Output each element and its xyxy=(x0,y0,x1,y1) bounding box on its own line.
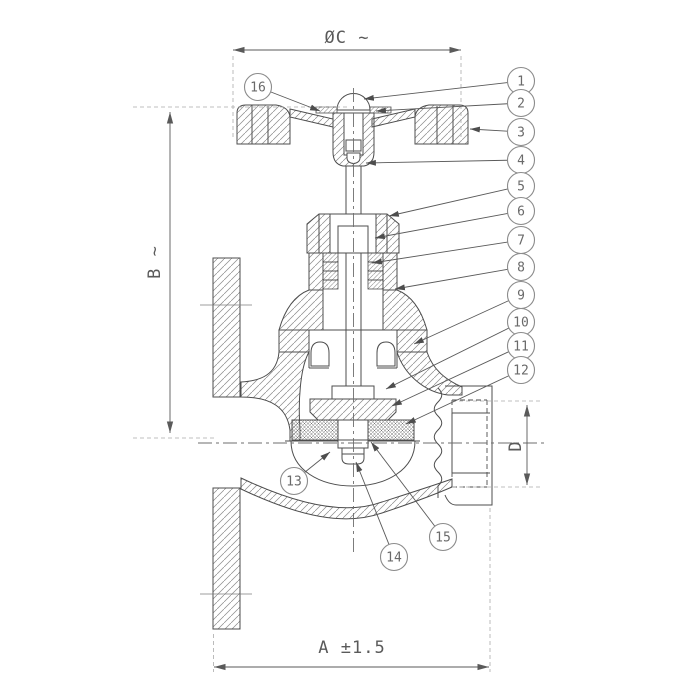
callout-leader-line xyxy=(370,441,436,527)
bonnet xyxy=(278,252,428,331)
callout-balloon xyxy=(506,196,536,226)
callout-leader-line xyxy=(355,461,390,545)
cap-nut-and-hub xyxy=(332,93,375,167)
disc-nut xyxy=(341,447,365,465)
callout-balloon xyxy=(506,88,536,118)
callout-leader-line xyxy=(394,268,508,291)
disc-washer xyxy=(337,439,369,449)
disc-seal-ring-right xyxy=(367,419,415,441)
callout-3: 3 xyxy=(469,117,536,147)
callout-8: 8 xyxy=(394,252,536,291)
callout-leader-line xyxy=(388,188,508,217)
callout-number: 13 xyxy=(286,475,302,490)
callout-leader-line xyxy=(365,159,508,166)
inlet-flange xyxy=(200,257,252,630)
callout-15: 15 xyxy=(370,441,458,552)
callout-balloon xyxy=(379,542,409,572)
globe-valve-section xyxy=(198,88,546,630)
callout-11: 11 xyxy=(391,331,536,407)
callout-number: 16 xyxy=(250,81,266,96)
dimension-length-a: A ±1.5 xyxy=(213,508,491,672)
callout-leader-line xyxy=(375,103,508,114)
callout-number: 4 xyxy=(517,154,525,169)
callout-10: 10 xyxy=(385,307,536,390)
dim-label-c: ØC ~ xyxy=(325,28,370,48)
callout-number: 10 xyxy=(513,316,529,331)
callout-2: 2 xyxy=(375,88,536,118)
callout-leader-line xyxy=(385,327,510,390)
callout-number: 11 xyxy=(513,340,529,355)
handwheel xyxy=(236,104,469,145)
callout-number: 1 xyxy=(517,75,525,90)
callout-number: 15 xyxy=(435,531,451,546)
disc-holder xyxy=(309,398,397,421)
callout-7: 7 xyxy=(371,225,536,265)
callout-leader-line xyxy=(304,451,331,473)
callout-number: 12 xyxy=(513,364,529,379)
callout-balloon xyxy=(506,117,536,147)
callout-leader-line xyxy=(270,91,321,112)
callout-4: 4 xyxy=(365,145,536,175)
packing-gland-nut xyxy=(306,213,400,254)
packing-rings xyxy=(322,252,384,290)
callout-balloon xyxy=(506,252,536,282)
callout-number: 7 xyxy=(517,234,525,249)
callout-number: 2 xyxy=(517,97,525,112)
callout-14: 14 xyxy=(355,461,409,572)
callout-number: 6 xyxy=(517,205,525,220)
centerlines xyxy=(198,88,546,556)
stem-collar xyxy=(331,385,375,400)
callout-1: 1 xyxy=(363,66,536,101)
callout-16: 16 xyxy=(243,72,321,112)
body-bottom-shell xyxy=(240,477,453,520)
disc-seal-ring-left xyxy=(291,419,339,441)
callout-leader-line xyxy=(374,213,508,240)
callout-number: 9 xyxy=(517,289,525,304)
break-line xyxy=(433,387,443,498)
dim-label-b: B ~ xyxy=(145,245,165,279)
callout-12: 12 xyxy=(405,355,536,425)
callout-balloon xyxy=(506,355,536,385)
callout-balloon xyxy=(243,72,273,102)
callout-leader-line xyxy=(413,300,509,345)
callout-number: 8 xyxy=(517,261,525,276)
callout-13: 13 xyxy=(279,451,331,496)
dim-label-d: D xyxy=(506,440,526,451)
callout-balloon xyxy=(428,522,458,552)
callout-leader-line xyxy=(469,126,508,133)
valve-body-walls xyxy=(240,351,463,487)
callout-6: 6 xyxy=(374,196,536,240)
dimensions: ØC ~ B ~ A ±1.5 D xyxy=(133,28,542,672)
dimension-diameter-c: ØC ~ xyxy=(232,28,462,138)
dim-label-a: A ±1.5 xyxy=(318,638,385,658)
callout-leader-line xyxy=(405,375,509,425)
callout-leader-line xyxy=(371,241,508,265)
callout-leader-line xyxy=(391,351,509,407)
callout-balloon xyxy=(279,466,309,496)
body-bonnet-boss xyxy=(278,329,428,369)
dimension-height-b: B ~ xyxy=(133,106,350,439)
callout-number: 14 xyxy=(386,551,402,566)
callout-leader-line xyxy=(363,82,508,101)
callout-number: 3 xyxy=(517,126,525,141)
dimension-bore-d: D xyxy=(452,400,542,488)
disc-assembly xyxy=(291,385,415,465)
callout-number: 5 xyxy=(517,180,525,195)
